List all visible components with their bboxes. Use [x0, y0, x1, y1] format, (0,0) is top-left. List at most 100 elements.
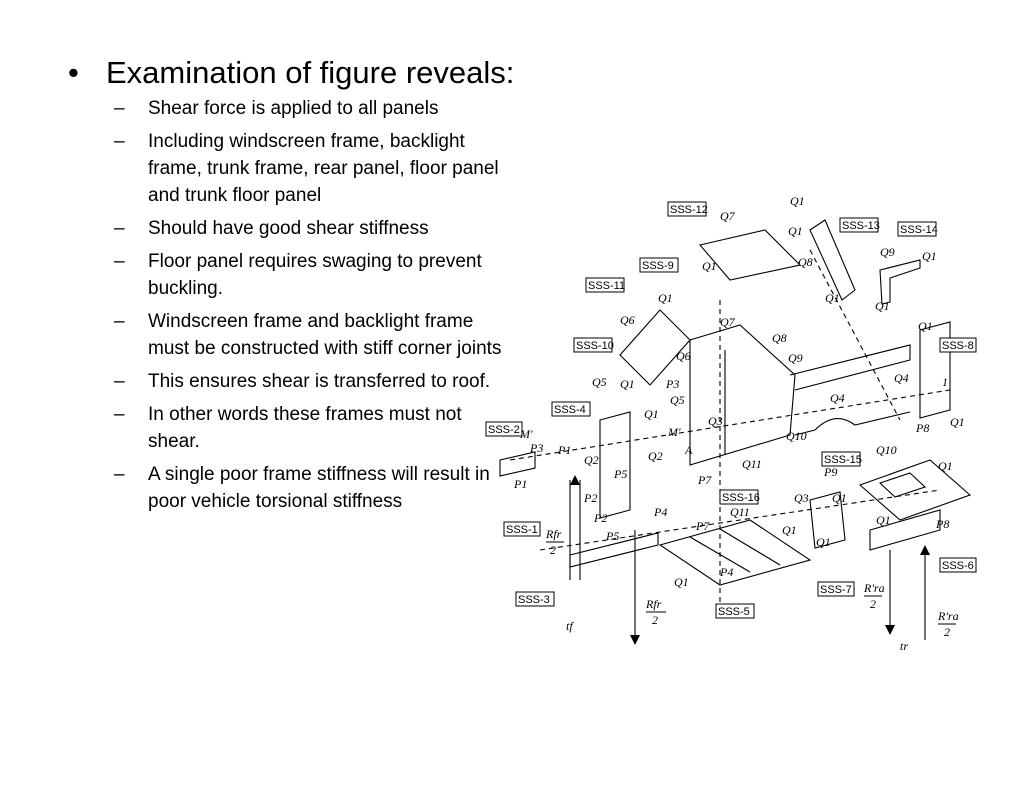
label-sss-12: SSS-12	[670, 204, 708, 216]
label-p3-b: P3	[529, 441, 543, 455]
list-item-text: In other words these frames must not she…	[148, 404, 462, 452]
label-sss-11: SSS-11	[588, 280, 625, 292]
label-p1-b: P1	[513, 477, 527, 491]
label-q1-b: Q1	[788, 224, 803, 238]
label-p9: P9	[823, 465, 837, 479]
label-q5: Q5	[592, 375, 607, 389]
label-rfr-rear-top: Rfr	[645, 597, 662, 611]
label-q1-k: Q1	[950, 415, 965, 429]
list-item-text: Windscreen frame and backlight frame mus…	[148, 311, 502, 359]
label-p8-b: P8	[935, 517, 949, 531]
label-q1-g: Q1	[702, 259, 717, 273]
vehicle-shear-panel-figure: SSS-12 SSS-13 SSS-14 SSS-9 SSS-11 SSS-10…	[480, 190, 1000, 670]
label-q1-roof: Q1	[790, 194, 805, 208]
list-item-text: This ensures shear is transferred to roo…	[148, 371, 491, 392]
label-rra-right-top: R'ra	[937, 609, 959, 623]
label-q1-o: Q1	[832, 491, 847, 505]
label-p2-a: P2	[583, 491, 597, 505]
list-item: –In other words these frames must not sh…	[114, 401, 504, 455]
label-sss-3: SSS-3	[518, 594, 550, 606]
label-sss-6: SSS-6	[942, 560, 974, 572]
dash-marker: –	[114, 464, 125, 485]
label-m-prime-b: M'	[667, 425, 681, 439]
label-q9-b: Q9	[788, 351, 803, 365]
label-q9-top: Q9	[880, 245, 895, 259]
label-rfr-rear-bottom: 2	[652, 613, 658, 627]
label-q6-b: Q6	[676, 349, 691, 363]
list-item-text: Should have good shear stiffness	[148, 218, 429, 239]
list-item: – A single poor frame stiffness will resu…	[114, 461, 504, 515]
label-q4-b: Q4	[894, 371, 909, 385]
label-1: 1	[942, 375, 948, 389]
list-item: – Windscreen frame and backlight frame mu…	[114, 308, 504, 362]
label-sss-9: SSS-9	[642, 260, 674, 272]
list-item-text: Floor panel requires swaging to prevent …	[148, 251, 482, 299]
sub-bullet-list: –Shear force is applied to all panels –I…	[114, 95, 504, 521]
label-sss-2: SSS-2	[488, 424, 520, 436]
list-item-text: A single poor frame stiffness will resul…	[148, 464, 490, 512]
label-sss-10: SSS-10	[576, 340, 614, 352]
label-q8-b: Q8	[772, 331, 787, 345]
label-q10-b: Q10	[876, 443, 897, 457]
dash-marker: –	[114, 371, 125, 392]
label-sss-13: SSS-13	[842, 220, 880, 232]
label-q11-a: Q11	[742, 457, 762, 471]
list-item: – Should have good shear stiffness	[114, 215, 504, 242]
label-sss-15: SSS-15	[824, 454, 862, 466]
label-q1-m: Q1	[782, 523, 797, 537]
label-p5-b: P5	[605, 529, 619, 543]
label-p7-a: P7	[697, 473, 712, 487]
label-q1-q: Q1	[876, 513, 891, 527]
label-q3: Q3	[708, 414, 723, 428]
label-q1-e: Q1	[875, 299, 890, 313]
dash-marker: –	[114, 311, 125, 332]
heading-text: Examination of figure reveals:	[106, 55, 515, 90]
label-q8-top: Q8	[798, 255, 813, 269]
dash-marker: –	[114, 131, 125, 152]
dash-marker: –	[114, 218, 125, 239]
label-p8-a: P8	[915, 421, 929, 435]
label-sss-7: SSS-7	[820, 584, 852, 596]
label-q2-a: Q2	[584, 453, 599, 467]
label-p4-a: P4	[653, 505, 667, 519]
label-rra-left-top: R'ra	[863, 581, 885, 595]
list-item: – Floor panel requires swaging to prevent…	[114, 248, 504, 302]
label-q11-b: Q11	[730, 505, 750, 519]
figure-drawing: SSS-12 SSS-13 SSS-14 SSS-9 SSS-11 SSS-10…	[485, 194, 977, 653]
label-a: A	[684, 443, 693, 457]
label-tf: tf	[566, 619, 574, 633]
label-m-prime-a: M'	[519, 427, 533, 441]
heading: • Examination of figure reveals:	[68, 52, 514, 94]
label-q1-f: Q1	[918, 319, 933, 333]
label-sss-1: SSS-1	[506, 524, 538, 536]
label-q4-a: Q4	[830, 391, 845, 405]
label-sss-4: SSS-4	[554, 404, 586, 416]
list-item: –Including windscreen frame, backlight f…	[114, 128, 504, 209]
label-p3-a: P3	[665, 377, 679, 391]
label-q1-l: Q1	[938, 459, 953, 473]
label-p5-a: P5	[613, 467, 627, 481]
list-item: – This ensures shear is transferred to ro…	[114, 368, 504, 395]
label-rfr-front-bottom: 2	[550, 543, 556, 557]
list-item: –Shear force is applied to all panels	[114, 95, 504, 122]
label-q3-b: Q3	[794, 491, 809, 505]
label-q1-h: Q1	[658, 291, 673, 305]
label-q1-i: Q1	[620, 377, 635, 391]
list-item-text: Shear force is applied to all panels	[148, 98, 439, 119]
label-sss-16: SSS-16	[722, 492, 760, 504]
label-q7-b: Q7	[720, 315, 736, 329]
label-q6-a: Q6	[620, 313, 635, 327]
dash-marker: –	[114, 251, 125, 272]
label-p7-b: P7	[695, 519, 710, 533]
label-q1-n: Q1	[674, 575, 689, 589]
label-p1-a: P1	[557, 443, 571, 457]
bullet-marker: •	[68, 55, 79, 90]
label-rra-right-bottom: 2	[944, 625, 950, 639]
label-sss-8: SSS-8	[942, 340, 974, 352]
label-q5-b: Q5	[670, 393, 685, 407]
label-q2-b: Q2	[648, 449, 663, 463]
label-q1-p: Q1	[816, 535, 831, 549]
label-q1-j: Q1	[644, 407, 659, 421]
label-rfr-front-top: Rfr	[545, 527, 562, 541]
